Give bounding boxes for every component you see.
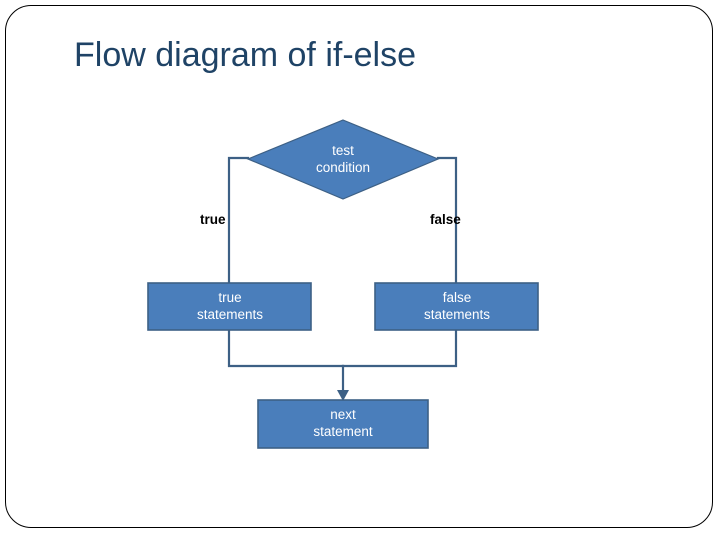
connector-false-branch [436,156,458,285]
connector-merge-true [227,328,345,368]
page-title: Flow diagram of if-else [74,36,417,74]
node-next-statement [257,399,429,449]
node-false-statements [374,282,539,331]
edge-label-false: false [430,212,461,227]
node-true-statements [147,282,312,331]
connector-true-branch [227,156,250,285]
connector-merge-false [341,328,458,368]
connector-group [227,156,458,396]
edge-label-true: true [200,212,226,227]
node-test-condition [246,119,440,200]
arrowhead-down-icon [337,390,349,401]
